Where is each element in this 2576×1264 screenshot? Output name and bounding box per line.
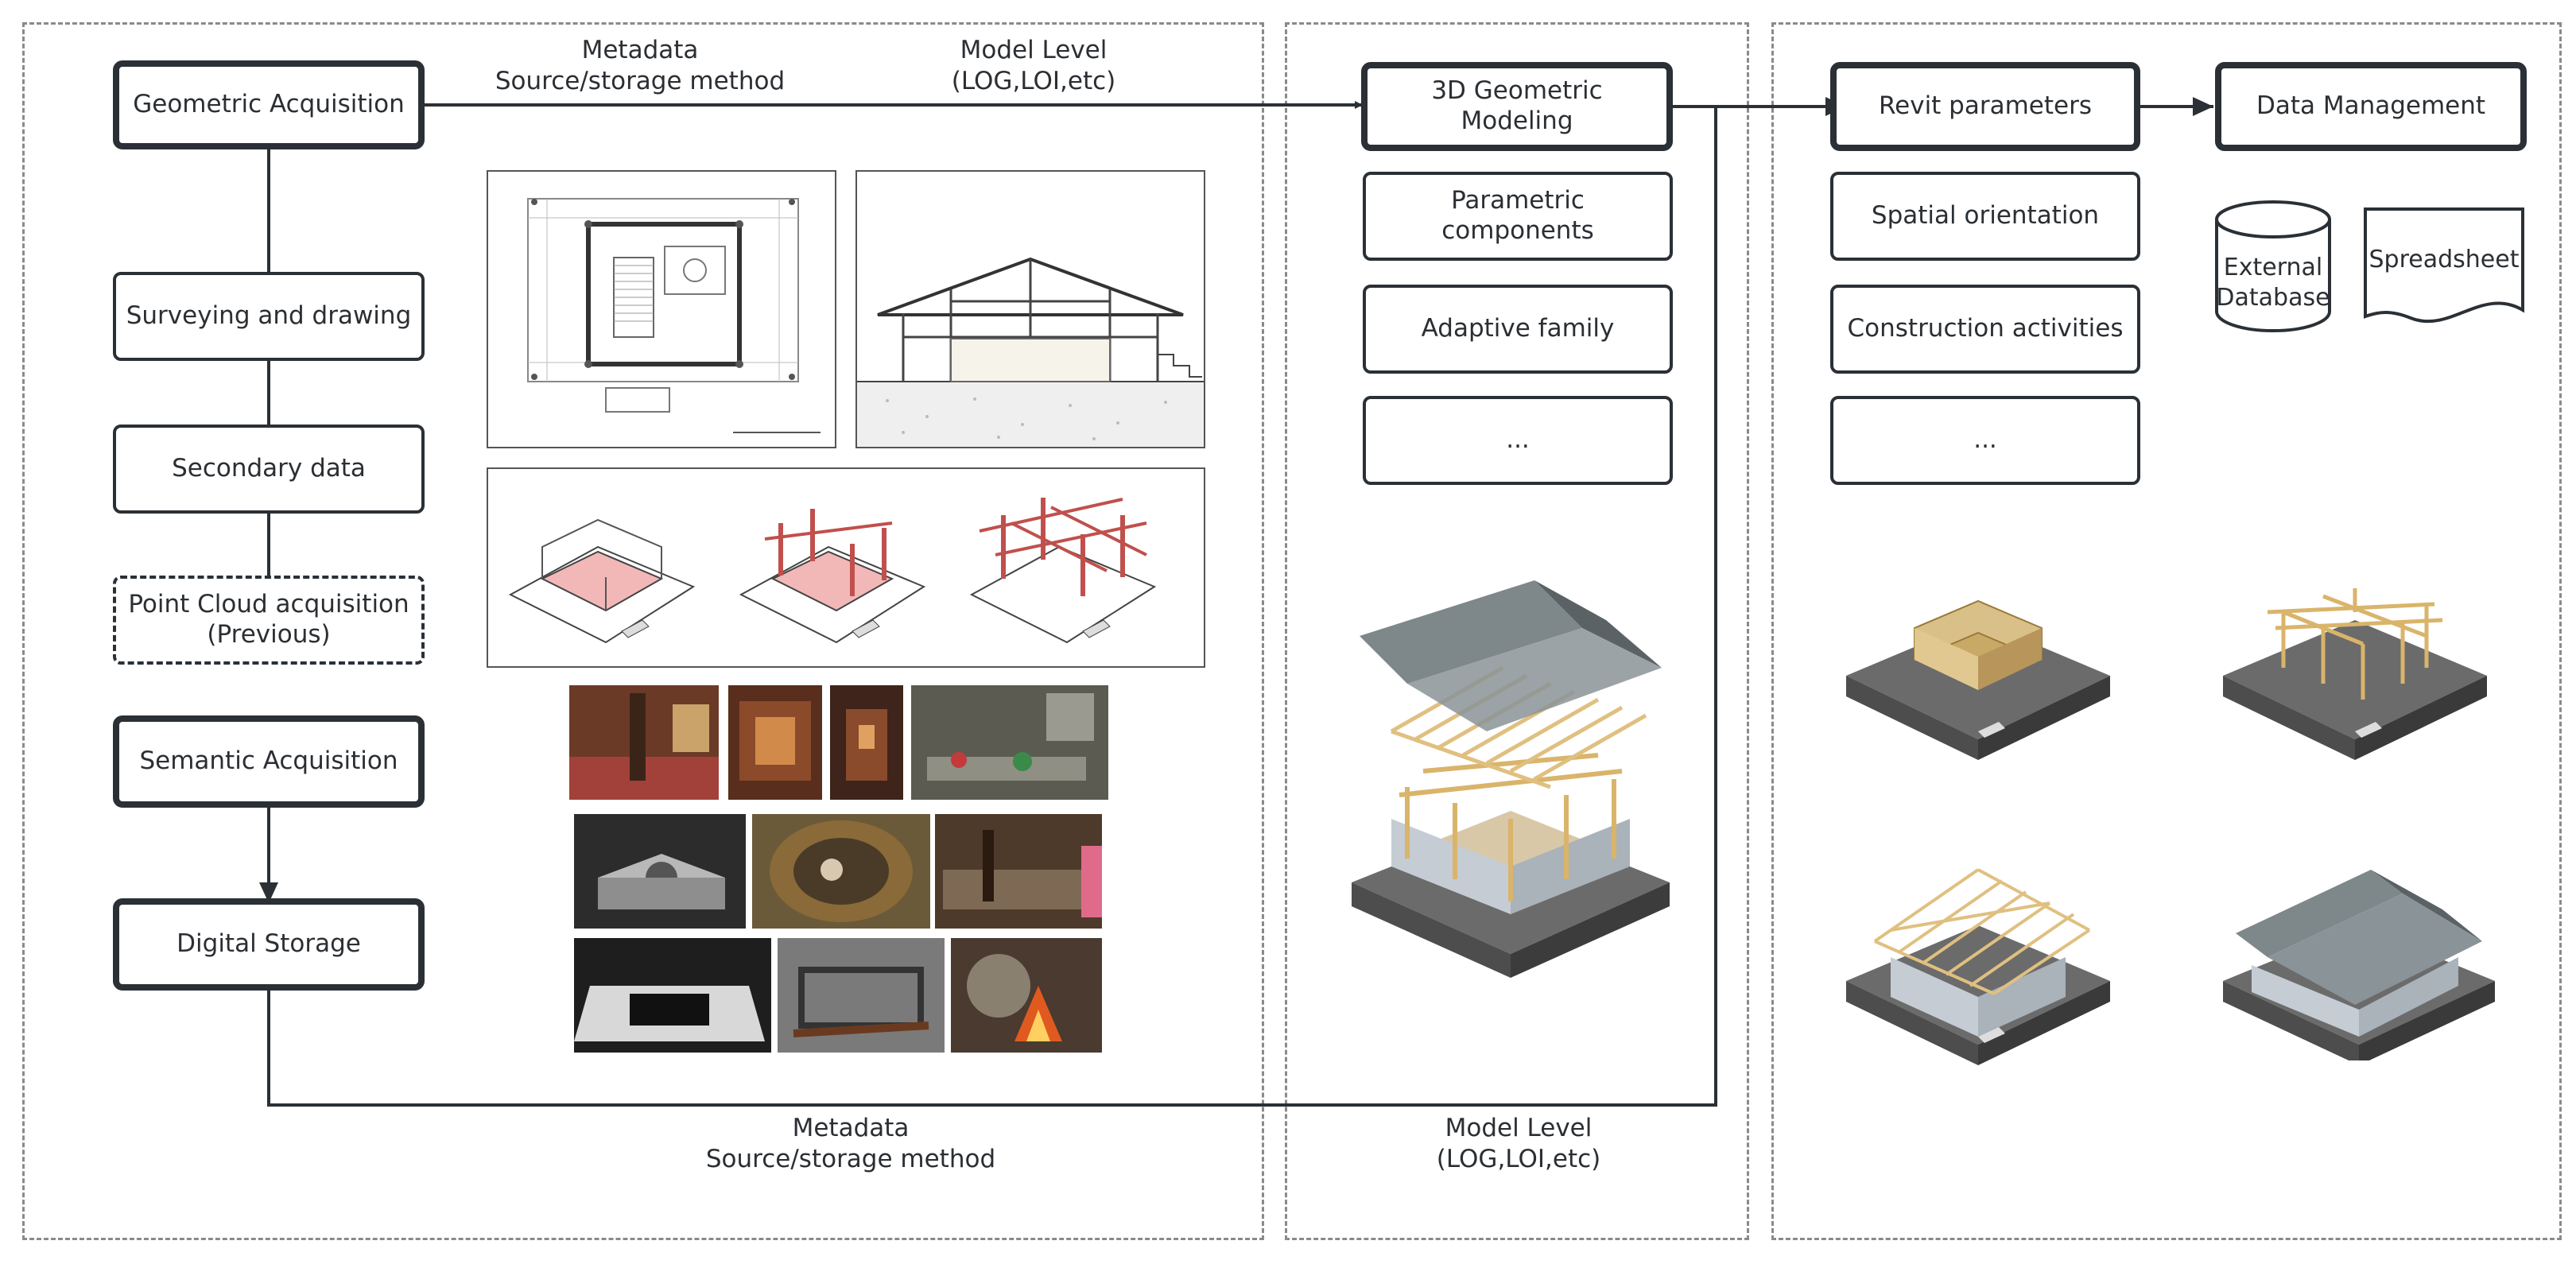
- stage-model-rafters: [1846, 868, 2110, 1065]
- stage-model-walls: [1846, 599, 2110, 760]
- acquisition-panel: [22, 22, 1264, 1240]
- management-panel: [1771, 22, 2562, 1240]
- parametric-components-box: Parametric components: [1363, 172, 1673, 261]
- modeling-more-box: ...: [1363, 396, 1673, 485]
- photo-9: [778, 938, 945, 1053]
- photo-6: [752, 814, 930, 929]
- surveying-drawing-box: Surveying and drawing: [113, 272, 425, 361]
- modeling-panel: [1285, 22, 1749, 1240]
- adaptive-family-box: Adaptive family: [1363, 285, 1673, 374]
- bottom-metadata-label: Metadata Source/storage method: [705, 1114, 996, 1173]
- stage-model-frame: [2223, 588, 2487, 760]
- construction-activities-box: Construction activities: [1830, 285, 2140, 374]
- revit-more-box: ...: [1830, 396, 2140, 485]
- database-icon: [2215, 200, 2331, 332]
- geometric-modeling-box: 3D Geometric Modeling: [1361, 62, 1673, 151]
- semantic-acquisition-box: Semantic Acquisition: [113, 715, 425, 808]
- secondary-data-box: Secondary data: [113, 425, 425, 514]
- bottom-model-level-label: Model Level (LOG,LOI,etc): [1436, 1114, 1601, 1173]
- axonometric-sequence-drawing: [487, 467, 1205, 668]
- line-storage-bottom-loop: [267, 107, 1717, 1107]
- photo-3: [830, 685, 903, 800]
- photo-5: [574, 814, 746, 929]
- spreadsheet-icon: [2364, 207, 2524, 324]
- data-management-box: Data Management: [2215, 62, 2527, 151]
- point-cloud-box: Point Cloud acquisition (Previous): [113, 576, 425, 665]
- photo-8: [574, 938, 771, 1053]
- geometric-acquisition-box: Geometric Acquisition: [113, 60, 425, 149]
- revit-parameters-box: Revit parameters: [1830, 62, 2140, 151]
- photo-4: [911, 685, 1108, 800]
- arrowhead-management: [2193, 97, 2213, 116]
- spatial-orientation-box: Spatial orientation: [1830, 172, 2140, 261]
- spreadsheet-label: Spreadsheet: [2368, 246, 2520, 273]
- photo-1: [569, 685, 719, 800]
- exploded-building-model: [1352, 580, 1670, 978]
- photo-2: [728, 685, 822, 800]
- arrowhead-storage: [259, 882, 278, 903]
- top-model-level-label: Model Level (LOG,LOI,etc): [951, 36, 1116, 95]
- top-metadata-label: Metadata Source/storage method: [495, 36, 786, 95]
- digital-storage-box: Digital Storage: [113, 898, 425, 991]
- stage-model-roof: [2223, 870, 2495, 1060]
- external-database-label: External Database: [2216, 254, 2330, 312]
- floor-plan-drawing: [487, 170, 836, 448]
- photo-10: [951, 938, 1102, 1053]
- photo-7: [935, 814, 1102, 929]
- section-drawing: [855, 170, 1205, 448]
